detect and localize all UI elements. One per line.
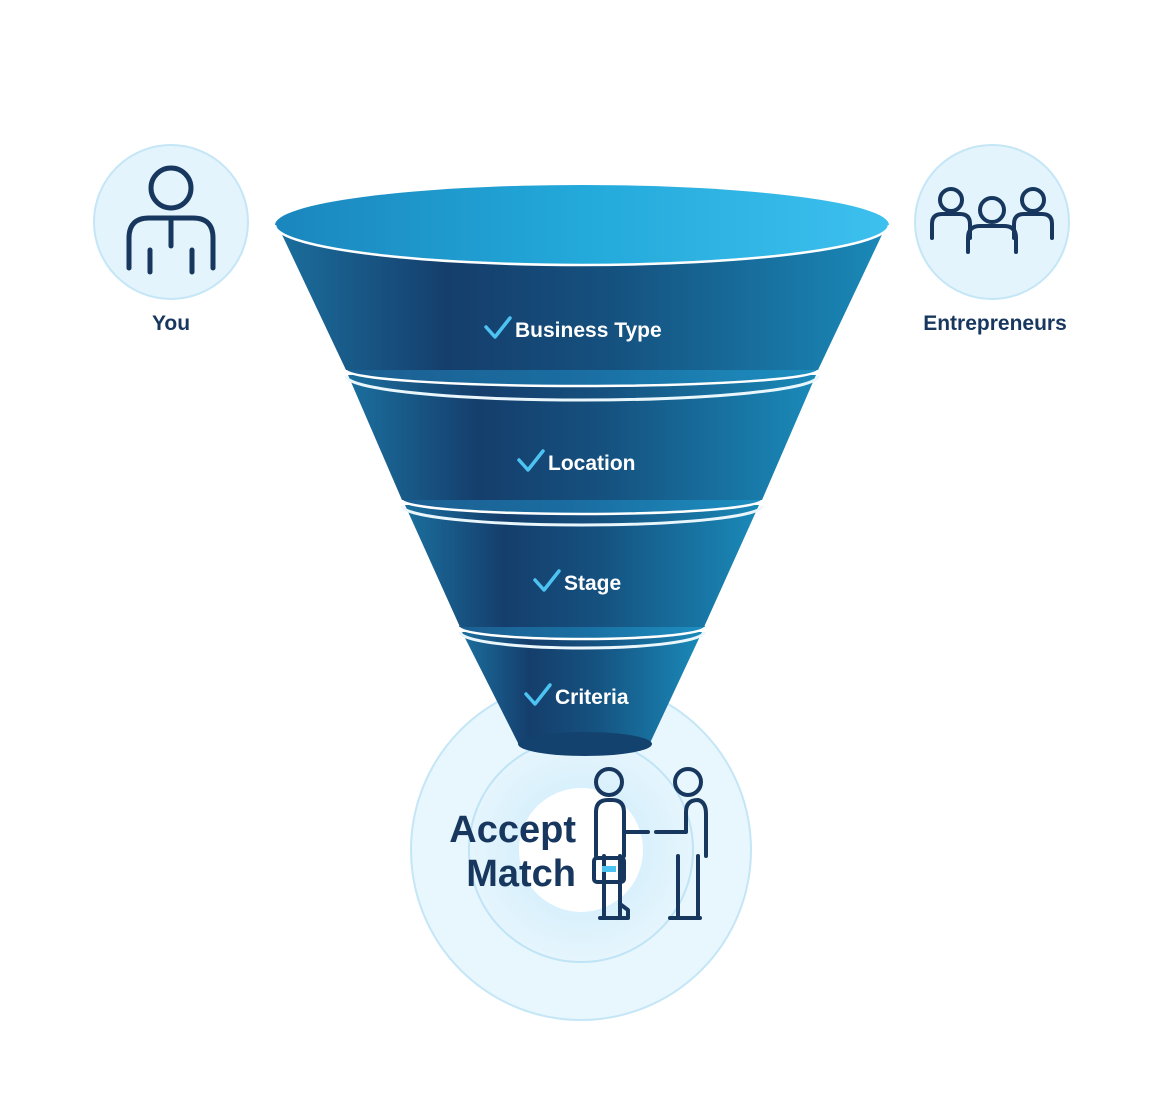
match-text: Match xyxy=(466,853,576,895)
stage-criteria: Criteria xyxy=(524,683,629,709)
checkmark-icon xyxy=(524,683,552,706)
checkmark-icon xyxy=(517,449,545,472)
entrepreneurs-label: Entrepreneurs xyxy=(923,312,1067,335)
group-icon xyxy=(930,187,1054,254)
funnel-rim xyxy=(275,185,889,265)
entrepreneurs-node: Entrepreneurs xyxy=(914,144,1070,335)
you-node: You xyxy=(93,144,249,335)
funnel-segment-location xyxy=(348,375,816,500)
checkmark-icon xyxy=(533,569,561,592)
handshake-people-icon xyxy=(592,767,708,920)
person-icon xyxy=(126,165,216,275)
stage-label: Stage xyxy=(564,572,621,595)
stage-location: Location xyxy=(517,449,636,475)
checkmark-icon xyxy=(484,316,512,339)
you-label: You xyxy=(152,312,190,335)
funnel-tip xyxy=(518,732,652,756)
stage-label: Criteria xyxy=(555,686,629,709)
accept-text: Accept xyxy=(449,809,576,851)
stage-stage: Stage xyxy=(533,569,621,595)
stage-label: Business Type xyxy=(515,319,662,342)
stage-business-type: Business Type xyxy=(484,316,662,342)
funnel: Business Type Location Stage Criteria xyxy=(273,185,891,756)
accept-match-label: Accept Match xyxy=(449,809,576,895)
accept-match-target xyxy=(410,679,752,1021)
funnel-segment-stage xyxy=(405,505,759,627)
funnel-segment-criteria xyxy=(462,632,702,751)
stage-label: Location xyxy=(548,452,636,475)
